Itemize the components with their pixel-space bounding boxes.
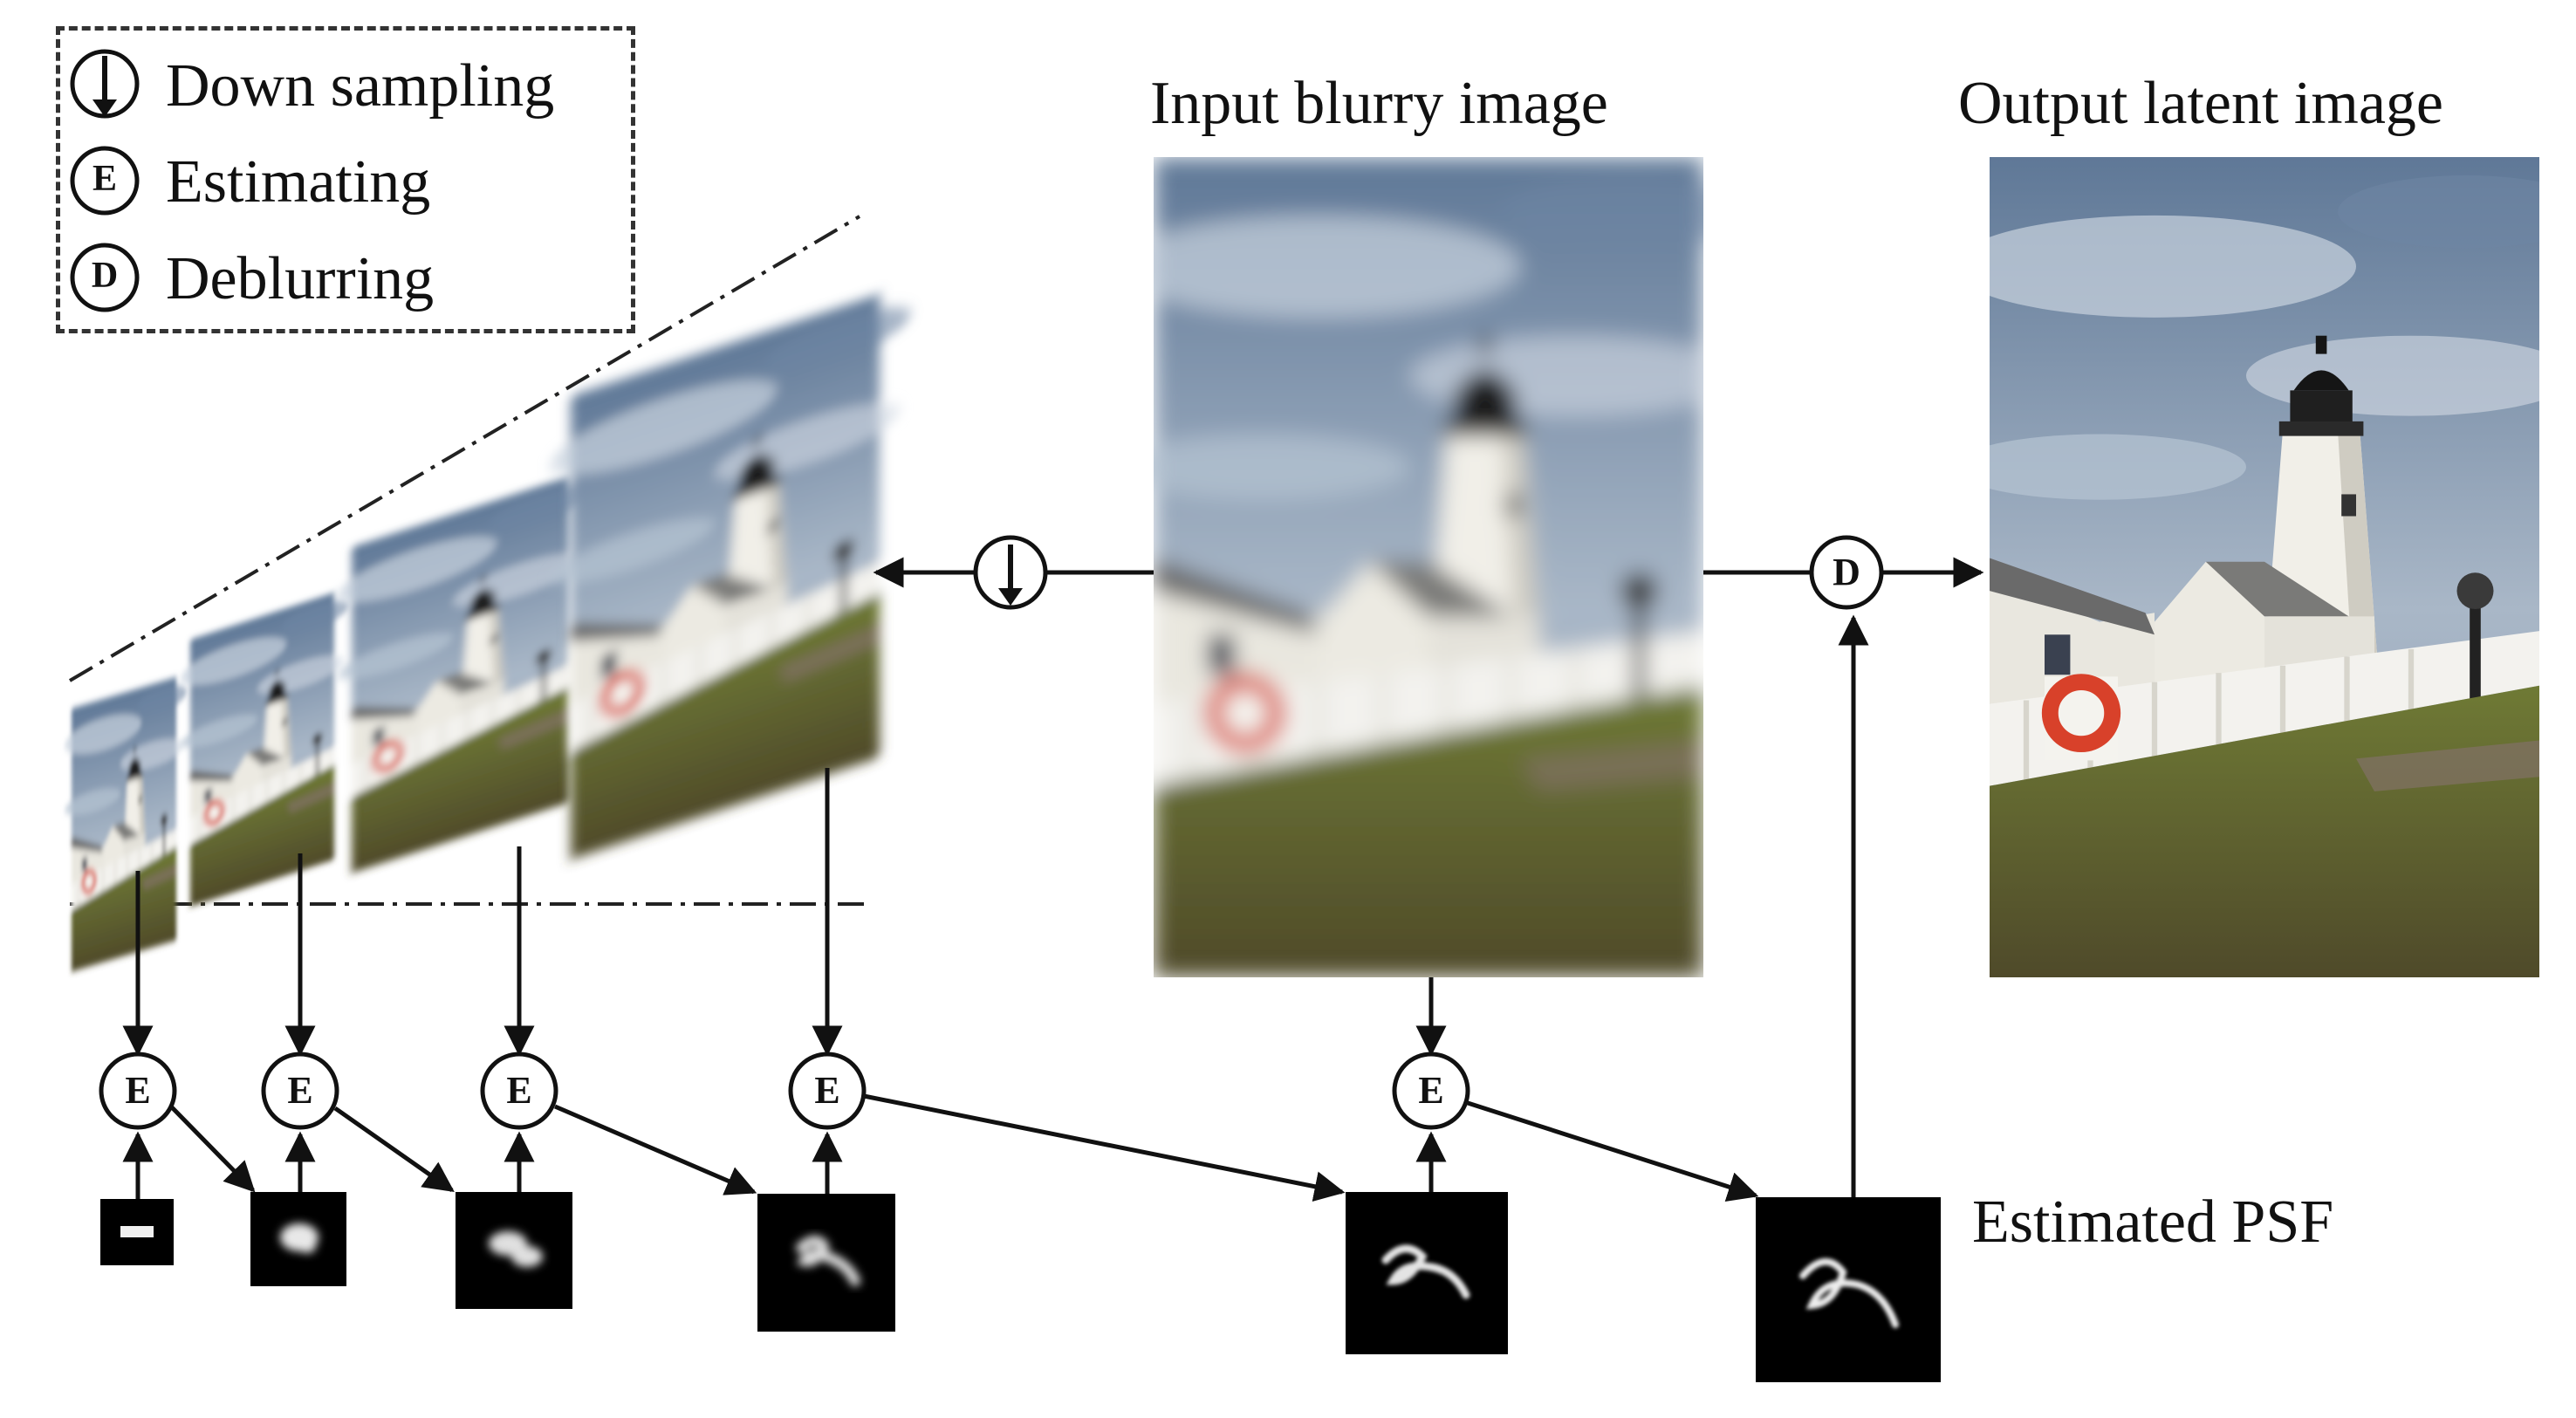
- down-sampling-legend-icon: [70, 49, 140, 119]
- psf-kernel-2: [250, 1192, 346, 1286]
- output-image-title: Output latent image: [1958, 70, 2443, 137]
- estimate4-to-psf5-arrow: [863, 1093, 1346, 1202]
- deblurring-node-symbol: D: [1833, 551, 1860, 593]
- pyramid-level-4-image: [550, 284, 910, 867]
- pyramid-top-guide: [68, 215, 861, 682]
- down-sampling-node: [973, 535, 1048, 610]
- legend-box: [56, 26, 635, 333]
- estimating-node-1-symbol: E: [125, 1069, 151, 1112]
- psf-kernel-4: [757, 1194, 895, 1332]
- estimating-node-3-symbol: E: [506, 1069, 532, 1112]
- pyramid-level-2-image: [181, 588, 349, 910]
- deblurring-node: [1809, 535, 1884, 610]
- estimating-node-5: [1392, 1052, 1470, 1130]
- input-blurry-image: [1117, 157, 1758, 977]
- psf-kernel-5: [1346, 1192, 1508, 1354]
- legend-down-sampling-label: Down sampling: [166, 52, 555, 120]
- estimating-node-5-symbol: E: [1418, 1069, 1444, 1112]
- psf-kernel-final: [1756, 1197, 1941, 1382]
- estimating-node-4: [788, 1052, 867, 1130]
- pyramid-level-1-image: [65, 674, 187, 974]
- psf-kernel-1: [100, 1199, 174, 1265]
- estimating-node-4-symbol: E: [814, 1069, 840, 1112]
- estimating-legend-icon: [70, 146, 140, 216]
- legend-estimating-label: Estimating: [166, 148, 431, 216]
- pyramid-level-3-image: [337, 469, 591, 878]
- estimate2-to-psf3-arrow: [333, 1106, 455, 1193]
- estimate1-to-psf2-arrow: [169, 1105, 256, 1193]
- input-image-title: Input blurry image: [1150, 70, 1608, 137]
- estimating-node-3: [480, 1052, 558, 1130]
- deblurring-legend-icon: [70, 243, 140, 312]
- estimating-nodes: [99, 1052, 1470, 1130]
- legend: [70, 49, 140, 312]
- legend-deblurring-label: Deblurring: [166, 245, 435, 312]
- estimate5-to-final-psf-arrow: [1467, 1100, 1759, 1202]
- estimating-node-1: [99, 1052, 177, 1130]
- psf-kernel-3: [456, 1192, 572, 1309]
- estimating-node-2-symbol: E: [287, 1069, 313, 1112]
- estimated-psf-label: Estimated PSF: [1972, 1189, 2334, 1256]
- estimate3-to-psf4-arrow: [554, 1104, 757, 1195]
- estimating-node-2: [261, 1052, 339, 1130]
- output-latent-image: [1953, 157, 2576, 977]
- legend-estimating-symbol: E: [92, 159, 117, 199]
- legend-deblurring-symbol: D: [91, 256, 119, 296]
